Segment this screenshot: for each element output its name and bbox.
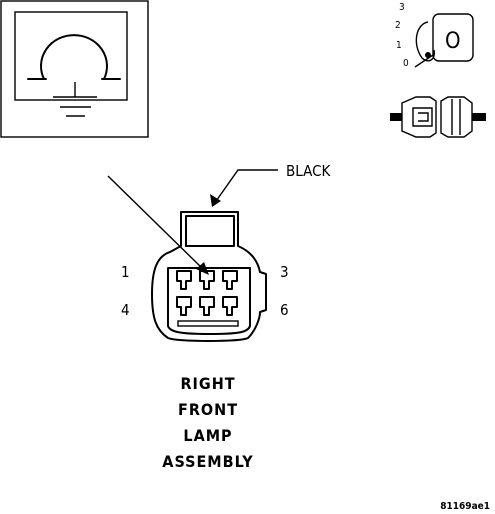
caption-line-4: ASSEMBLY	[162, 452, 253, 471]
key-position-0: 0	[403, 58, 409, 69]
connector-color-callout: BLACK	[210, 162, 332, 207]
connector-latch	[185, 215, 235, 247]
pin-cavity-2	[199, 270, 215, 290]
ohm-symbol-icon	[27, 34, 121, 80]
lamp-connector	[151, 211, 267, 342]
pin-label-6: 6	[280, 301, 289, 319]
pin-label-1: 1	[121, 263, 130, 281]
pin-cavity-5	[199, 296, 215, 316]
disconnect-connector-icon	[390, 96, 486, 138]
pin-cavity-6	[222, 296, 238, 316]
key-position-2: 2	[395, 20, 401, 31]
pin-cavity-1	[176, 270, 192, 290]
component-caption: RIGHT FRONT LAMP ASSEMBLY	[162, 374, 253, 471]
pin-cavity-3	[222, 270, 238, 290]
key-blade-icon	[432, 13, 474, 62]
figure-id: 81169ae1	[440, 501, 490, 512]
connector-key-slot	[177, 320, 239, 327]
meter-display	[14, 11, 128, 101]
ignition-switch-icon: 3 2 1 0 O	[395, 2, 474, 69]
caption-line-3: LAMP	[183, 426, 232, 445]
key-label: O	[445, 29, 461, 54]
connector-half-right-icon	[440, 96, 473, 138]
caption-line-1: RIGHT	[180, 374, 235, 393]
ohmmeter-panel	[0, 0, 149, 138]
meter-outer-frame	[0, 0, 149, 138]
pin-label-4: 4	[121, 301, 130, 319]
connector-half-left-icon	[401, 96, 437, 138]
ground-icon	[53, 82, 97, 117]
caption-line-2: FRONT	[178, 400, 238, 419]
key-position-3: 3	[399, 2, 405, 13]
connector-housing	[151, 211, 267, 342]
connector-face	[167, 267, 251, 335]
connector-color-label: BLACK	[286, 162, 332, 180]
key-position-1: 1	[396, 40, 402, 51]
pin-cavity-4	[176, 296, 192, 316]
callout-arrowhead	[210, 194, 221, 207]
pin-label-3: 3	[280, 263, 289, 281]
